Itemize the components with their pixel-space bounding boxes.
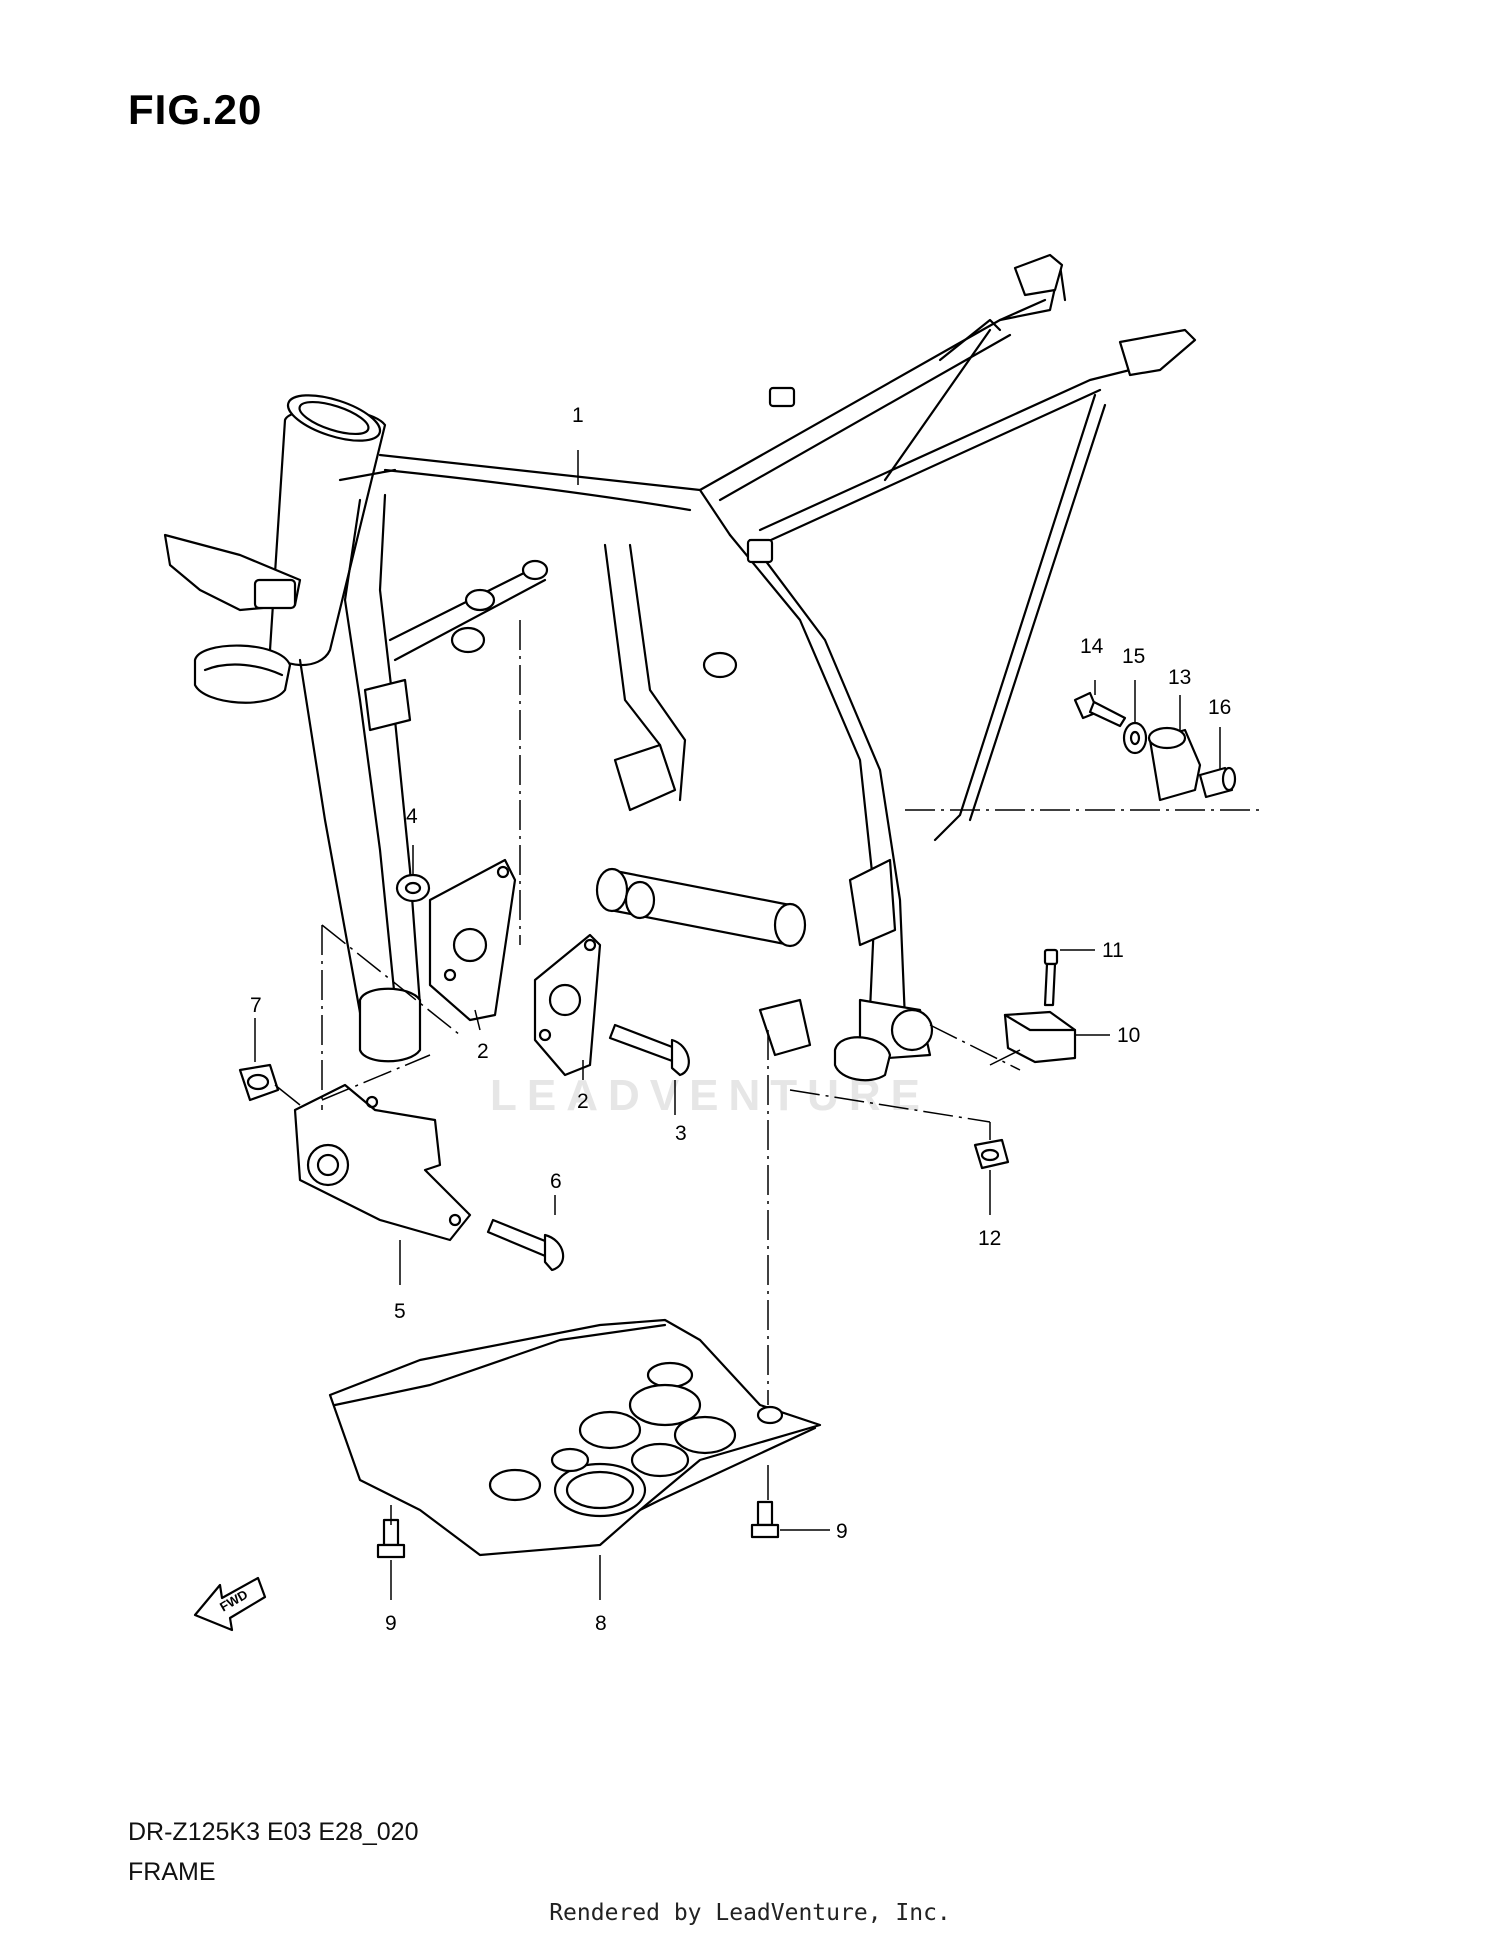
engine-mount-plate-right[interactable] (533, 933, 602, 1077)
nut-4[interactable] (395, 873, 431, 903)
engine-mount-plate-left[interactable] (428, 858, 517, 1022)
bolt-3[interactable] (608, 1023, 690, 1077)
leader-lines (254, 450, 1260, 1600)
nut-12[interactable] (973, 1138, 1010, 1170)
skid-plate-8[interactable] (328, 1318, 822, 1557)
nut-7[interactable] (238, 1063, 280, 1102)
washer-15[interactable] (1122, 721, 1148, 755)
callout-11: 11 (1102, 939, 1124, 962)
bolt-9-left[interactable] (376, 1518, 406, 1559)
callout-2-left: 2 (477, 1040, 489, 1063)
spacer-13[interactable] (1147, 726, 1202, 802)
callout-9-left: 9 (385, 1612, 397, 1635)
collar-16[interactable] (1198, 766, 1237, 799)
bolt-14[interactable] (1073, 691, 1127, 728)
callout-9-right: 9 (836, 1520, 848, 1543)
section-name: FRAME (128, 1858, 216, 1886)
callout-14: 14 (1080, 635, 1104, 658)
rubber-damper-10[interactable] (1003, 1010, 1077, 1064)
model-code: DR-Z125K3 E03 E28_020 (128, 1818, 419, 1846)
callout-6: 6 (550, 1170, 562, 1193)
bolt-11[interactable] (1043, 948, 1059, 1007)
figure-title: FIG.20 (128, 86, 263, 133)
footer-credit: Rendered by LeadVenture, Inc. (549, 1900, 951, 1926)
callout-2-right: 2 (577, 1090, 589, 1113)
watermark-text: LEADVENTURE (490, 1071, 930, 1120)
callout-numbers: 1 2 2 3 4 5 6 7 8 9 9 10 11 12 13 14 15 … (250, 404, 1231, 1635)
callout-8: 8 (595, 1612, 607, 1635)
callout-1: 1 (572, 404, 584, 427)
callout-3: 3 (675, 1122, 687, 1145)
callout-5: 5 (394, 1300, 406, 1323)
callout-12: 12 (978, 1227, 1001, 1250)
callout-15: 15 (1122, 645, 1145, 668)
fwd-arrow-icon: FWD (193, 1576, 267, 1632)
bracket-5[interactable] (293, 1083, 472, 1242)
callout-4: 4 (406, 805, 418, 828)
main-frame[interactable] (163, 253, 1197, 1082)
callout-10: 10 (1117, 1024, 1140, 1047)
bolt-9-right[interactable] (750, 1500, 780, 1539)
callout-16: 16 (1208, 696, 1231, 719)
bolt-6[interactable] (486, 1218, 565, 1272)
callout-7: 7 (250, 994, 262, 1017)
callout-13: 13 (1168, 666, 1191, 689)
